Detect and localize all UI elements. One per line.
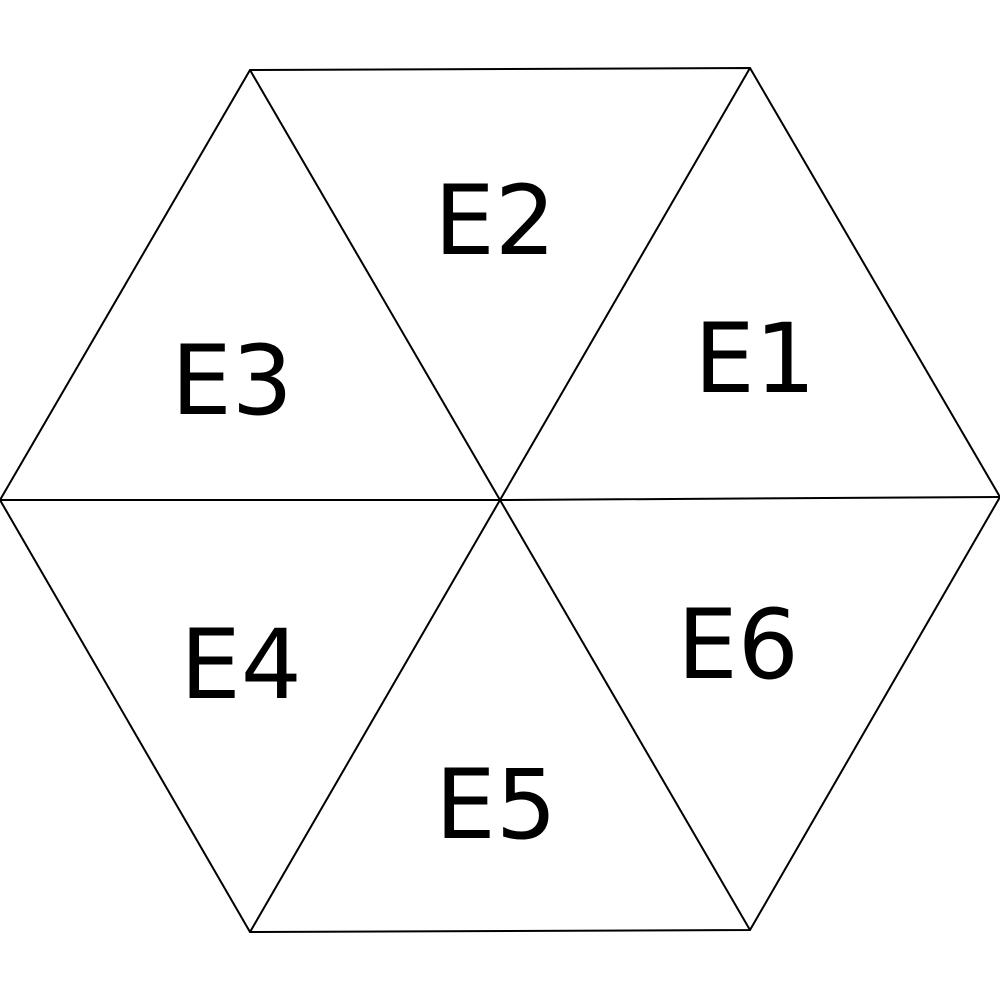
region-label-e4: E4 [180, 609, 302, 721]
region-e4 [0, 500, 500, 932]
region-e6 [500, 497, 1000, 930]
region-e3 [0, 70, 500, 500]
spoke-line [499, 499, 751, 931]
region-e2 [250, 68, 750, 500]
region-e5 [250, 500, 750, 932]
region-label-e1: E1 [694, 303, 816, 415]
region-label-e5: E5 [435, 749, 557, 861]
spoke-line [499, 496, 1000, 501]
spoke-line [499, 67, 751, 501]
region-label-e2: E2 [434, 165, 556, 277]
region-label-e6: E6 [677, 589, 799, 701]
spoke-line [249, 499, 501, 933]
spoke-line [249, 69, 501, 501]
region-label-e3: E3 [171, 325, 293, 437]
region-e1 [500, 68, 1000, 500]
